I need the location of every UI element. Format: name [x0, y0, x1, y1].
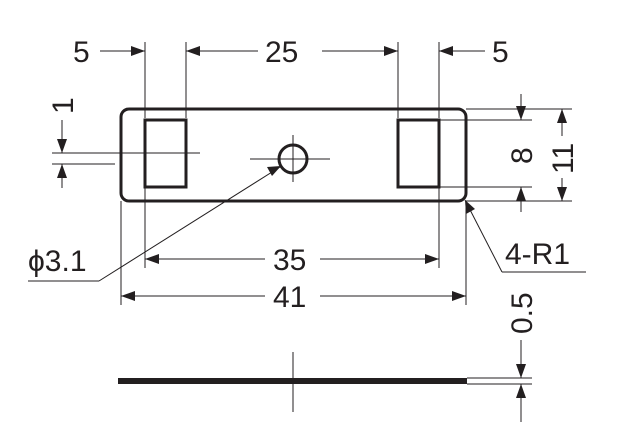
- dim-bottom-overall-width: 41: [273, 281, 306, 314]
- arrow-bottom-outer-left: [121, 291, 135, 301]
- dim-bottom-inner-span: 35: [273, 244, 306, 277]
- dim-right-total-height: 11: [547, 143, 580, 174]
- arrow-side-upper: [516, 364, 526, 378]
- arrow-right-outer-top: [557, 109, 567, 123]
- arrow-right-inner-top: [516, 106, 526, 120]
- arrow-top-left: [131, 46, 145, 56]
- dim-top-right-gap: 5: [492, 36, 509, 69]
- arrow-left-upper: [57, 139, 67, 153]
- plate-outline: [119, 107, 468, 203]
- arrow-bottom-inner-left: [145, 254, 159, 264]
- arrow-right-outer-bottom: [557, 187, 567, 201]
- arrow-side-lower: [516, 384, 526, 398]
- dim-left-offset: 1: [47, 97, 80, 114]
- dim-hole-diameter: ϕ3.1: [28, 245, 87, 278]
- arrow-bottom-inner-right: [425, 254, 439, 264]
- arrow-bottom-outer-right: [452, 291, 466, 301]
- radius-leader-arrow: [465, 200, 475, 214]
- arrow-top-right: [439, 46, 453, 56]
- dim-top-left-gap: 5: [73, 36, 90, 69]
- radius-leader-diagonal: [464, 199, 503, 273]
- right-slot: [396, 118, 441, 189]
- arrow-top-center-right: [384, 46, 398, 56]
- arrow-left-lower: [57, 164, 67, 178]
- arrow-right-inner-bottom: [516, 187, 526, 201]
- dim-corner-radius: 4-R1: [505, 238, 570, 271]
- dim-top-center-span: 25: [265, 36, 298, 69]
- dim-right-inner-height: 8: [506, 147, 539, 164]
- dim-side-thickness: 0.5: [506, 292, 539, 334]
- hole-leader-diagonal: [98, 166, 281, 282]
- hole-leader-arrow: [267, 166, 281, 176]
- arrow-top-center-left: [186, 46, 200, 56]
